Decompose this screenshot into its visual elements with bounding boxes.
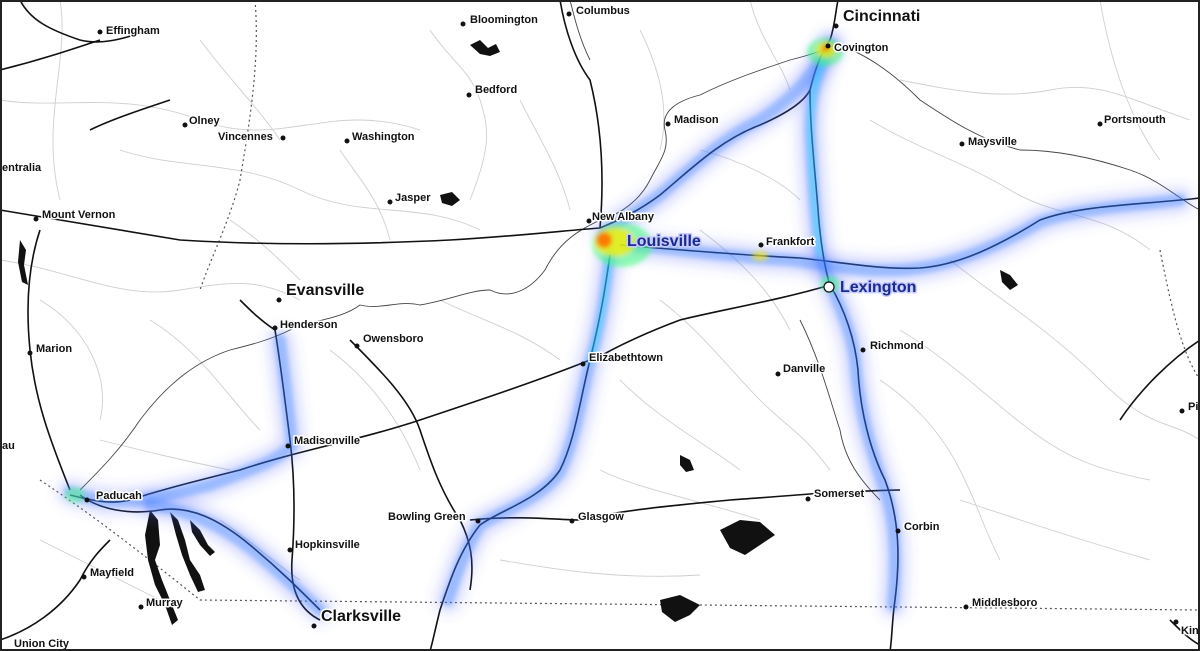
label-danville: Danville xyxy=(783,363,825,375)
label-middlesboro: Middlesboro xyxy=(972,597,1038,609)
heatmap-overlay xyxy=(57,32,1193,623)
label-somerset: Somerset xyxy=(814,488,864,500)
label-evansville: Evansville xyxy=(286,282,364,299)
label-marion: Marion xyxy=(36,343,72,355)
label-portsmouth: Portsmouth xyxy=(1104,114,1166,126)
label-bowling-green: Bowling Green xyxy=(388,511,466,523)
label-centralia: entralia xyxy=(2,162,42,174)
label-maysville: Maysville xyxy=(968,136,1017,148)
label-paducah: Paducah xyxy=(96,490,142,502)
minor-roads xyxy=(0,0,1200,601)
label-lexington: Lexington xyxy=(840,279,916,296)
label-au: au xyxy=(2,440,15,452)
label-new-albany: New Albany xyxy=(592,211,655,223)
label-mayfield: Mayfield xyxy=(90,567,134,579)
label-elizabethtown: Elizabethtown xyxy=(589,352,663,364)
state-borders xyxy=(39,0,1200,611)
city-labels: Effingham Bloomington Columbus Cincinnat… xyxy=(1,4,1200,651)
rivers xyxy=(79,0,1200,501)
label-bloomington: Bloomington xyxy=(470,14,538,26)
label-hopkinsville: Hopkinsville xyxy=(295,539,360,551)
label-murray: Murray xyxy=(146,597,184,609)
label-olney: Olney xyxy=(189,115,220,127)
label-mount-vernon: Mount Vernon xyxy=(42,209,116,221)
label-madison: Madison xyxy=(674,114,719,126)
label-kin: Kin xyxy=(1181,625,1199,637)
label-pi: Pi xyxy=(1188,401,1198,413)
label-cincinnati: Cincinnati xyxy=(843,8,920,25)
label-effingham: Effingham xyxy=(106,25,160,37)
label-jasper: Jasper xyxy=(395,192,431,204)
label-columbus: Columbus xyxy=(576,5,630,17)
label-bedford: Bedford xyxy=(475,84,517,96)
label-owensboro: Owensboro xyxy=(363,333,424,345)
label-richmond: Richmond xyxy=(870,340,924,352)
label-henderson: Henderson xyxy=(280,319,338,331)
label-vincennes: Vincennes xyxy=(218,131,273,143)
label-clarksville: Clarksville xyxy=(321,608,401,625)
lakes xyxy=(18,40,1018,625)
label-frankfort: Frankfort xyxy=(766,236,815,248)
label-corbin: Corbin xyxy=(904,521,940,533)
label-glasgow: Glasgow xyxy=(578,511,624,523)
label-washington: Washington xyxy=(352,131,415,143)
label-louisville: Louisville xyxy=(627,233,701,250)
label-union-city: Union City xyxy=(14,638,70,650)
city-markers xyxy=(27,11,1185,629)
label-covington: Covington xyxy=(834,42,889,54)
label-madisonville: Madisonville xyxy=(294,435,360,447)
